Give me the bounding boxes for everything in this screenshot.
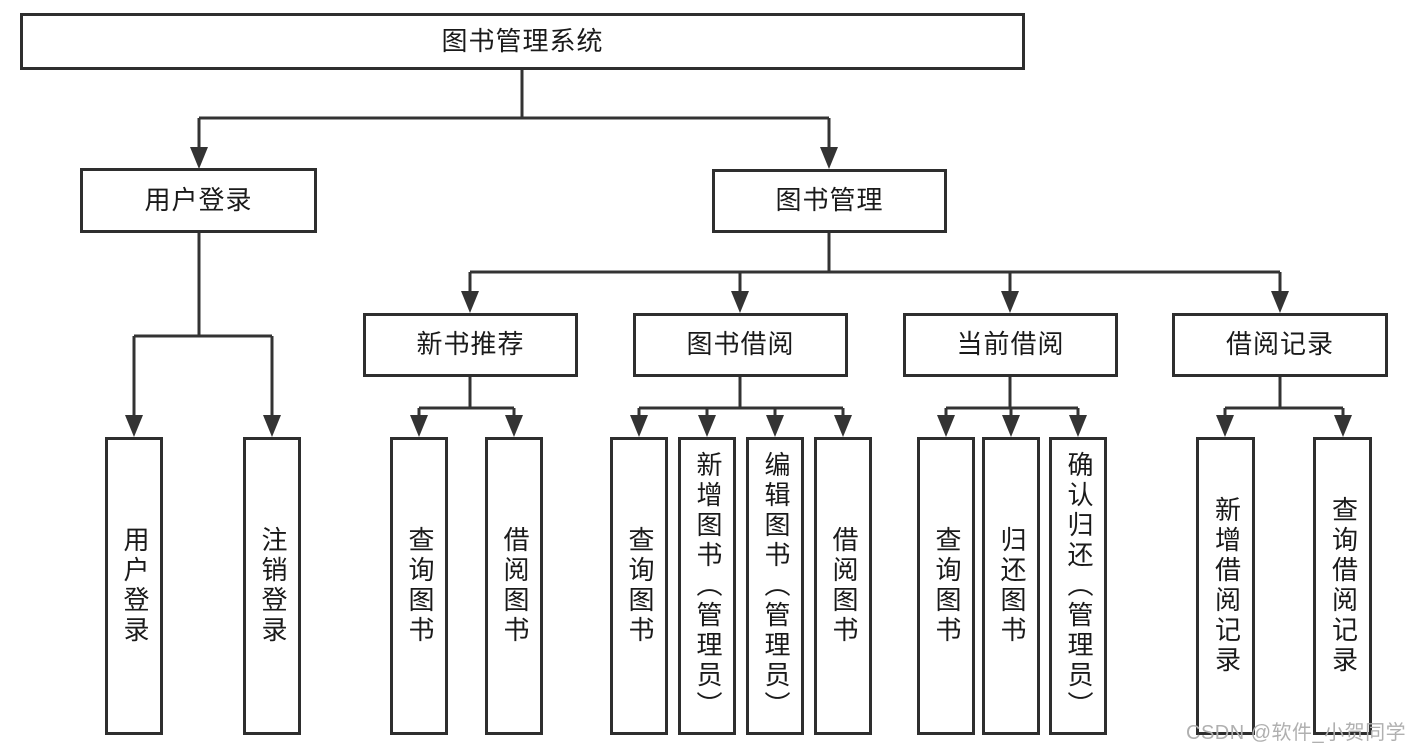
node-book-borrowing: 图书借阅: [633, 313, 848, 377]
arrow-down-icon: [1069, 415, 1087, 437]
arrow-down-icon: [1271, 291, 1289, 313]
edges-borrow-records: [1223, 377, 1345, 419]
node-borrow-records: 借阅记录: [1172, 313, 1388, 377]
watermark: CSDN @软件_小贺同学: [1186, 722, 1405, 744]
leaf-query-borrow-record: 查询借阅记录: [1313, 437, 1372, 735]
arrow-down-icon: [834, 415, 852, 437]
edges-book-management: [468, 233, 1282, 295]
arrow-down-icon: [1002, 415, 1020, 437]
leaf-borrow-books-2: 借阅图书: [814, 437, 872, 735]
arrow-down-icon: [1216, 415, 1234, 437]
arrow-down-icon: [630, 415, 648, 437]
edges-root: [197, 69, 831, 150]
arrow-down-icon: [410, 415, 428, 437]
arrow-down-icon: [190, 147, 208, 169]
arrow-down-icon: [263, 415, 281, 437]
arrow-down-icon: [820, 147, 838, 169]
leaf-add-borrow-record: 新增借阅记录: [1196, 437, 1255, 735]
arrow-down-icon: [505, 415, 523, 437]
leaf-borrow-books: 借阅图书: [485, 437, 543, 735]
arrow-down-icon: [766, 415, 784, 437]
edges-new-book-recommend: [417, 377, 516, 419]
leaf-user-login: 用户登录: [105, 437, 163, 735]
edges-user-login: [132, 233, 274, 419]
arrow-down-icon: [731, 291, 749, 313]
arrow-down-icon: [698, 415, 716, 437]
node-user-login: 用户登录: [80, 168, 317, 233]
arrow-down-icon: [461, 291, 479, 313]
node-library-management-system: 图书管理系统: [20, 13, 1025, 70]
leaf-edit-book-admin: 编辑图书（管理员）: [746, 437, 804, 735]
leaf-logout: 注销登录: [243, 437, 301, 735]
leaf-add-book-admin: 新增图书（管理员）: [678, 437, 736, 735]
leaf-query-books: 查询图书: [390, 437, 448, 735]
arrow-down-icon: [1001, 291, 1019, 313]
edges-current-borrowing: [944, 377, 1080, 419]
node-current-borrowing: 当前借阅: [903, 313, 1118, 377]
leaf-return-books: 归还图书: [982, 437, 1040, 735]
node-book-management: 图书管理: [712, 169, 947, 233]
arrow-down-icon: [125, 415, 143, 437]
leaf-query-books-2: 查询图书: [610, 437, 668, 735]
leaf-confirm-return-admin: 确认归还（管理员）: [1049, 437, 1107, 735]
node-new-book-recommend: 新书推荐: [363, 313, 578, 377]
leaf-query-books-3: 查询图书: [917, 437, 975, 735]
edges-book-borrowing: [637, 377, 845, 419]
arrow-down-icon: [937, 415, 955, 437]
arrow-down-icon: [1334, 415, 1352, 437]
